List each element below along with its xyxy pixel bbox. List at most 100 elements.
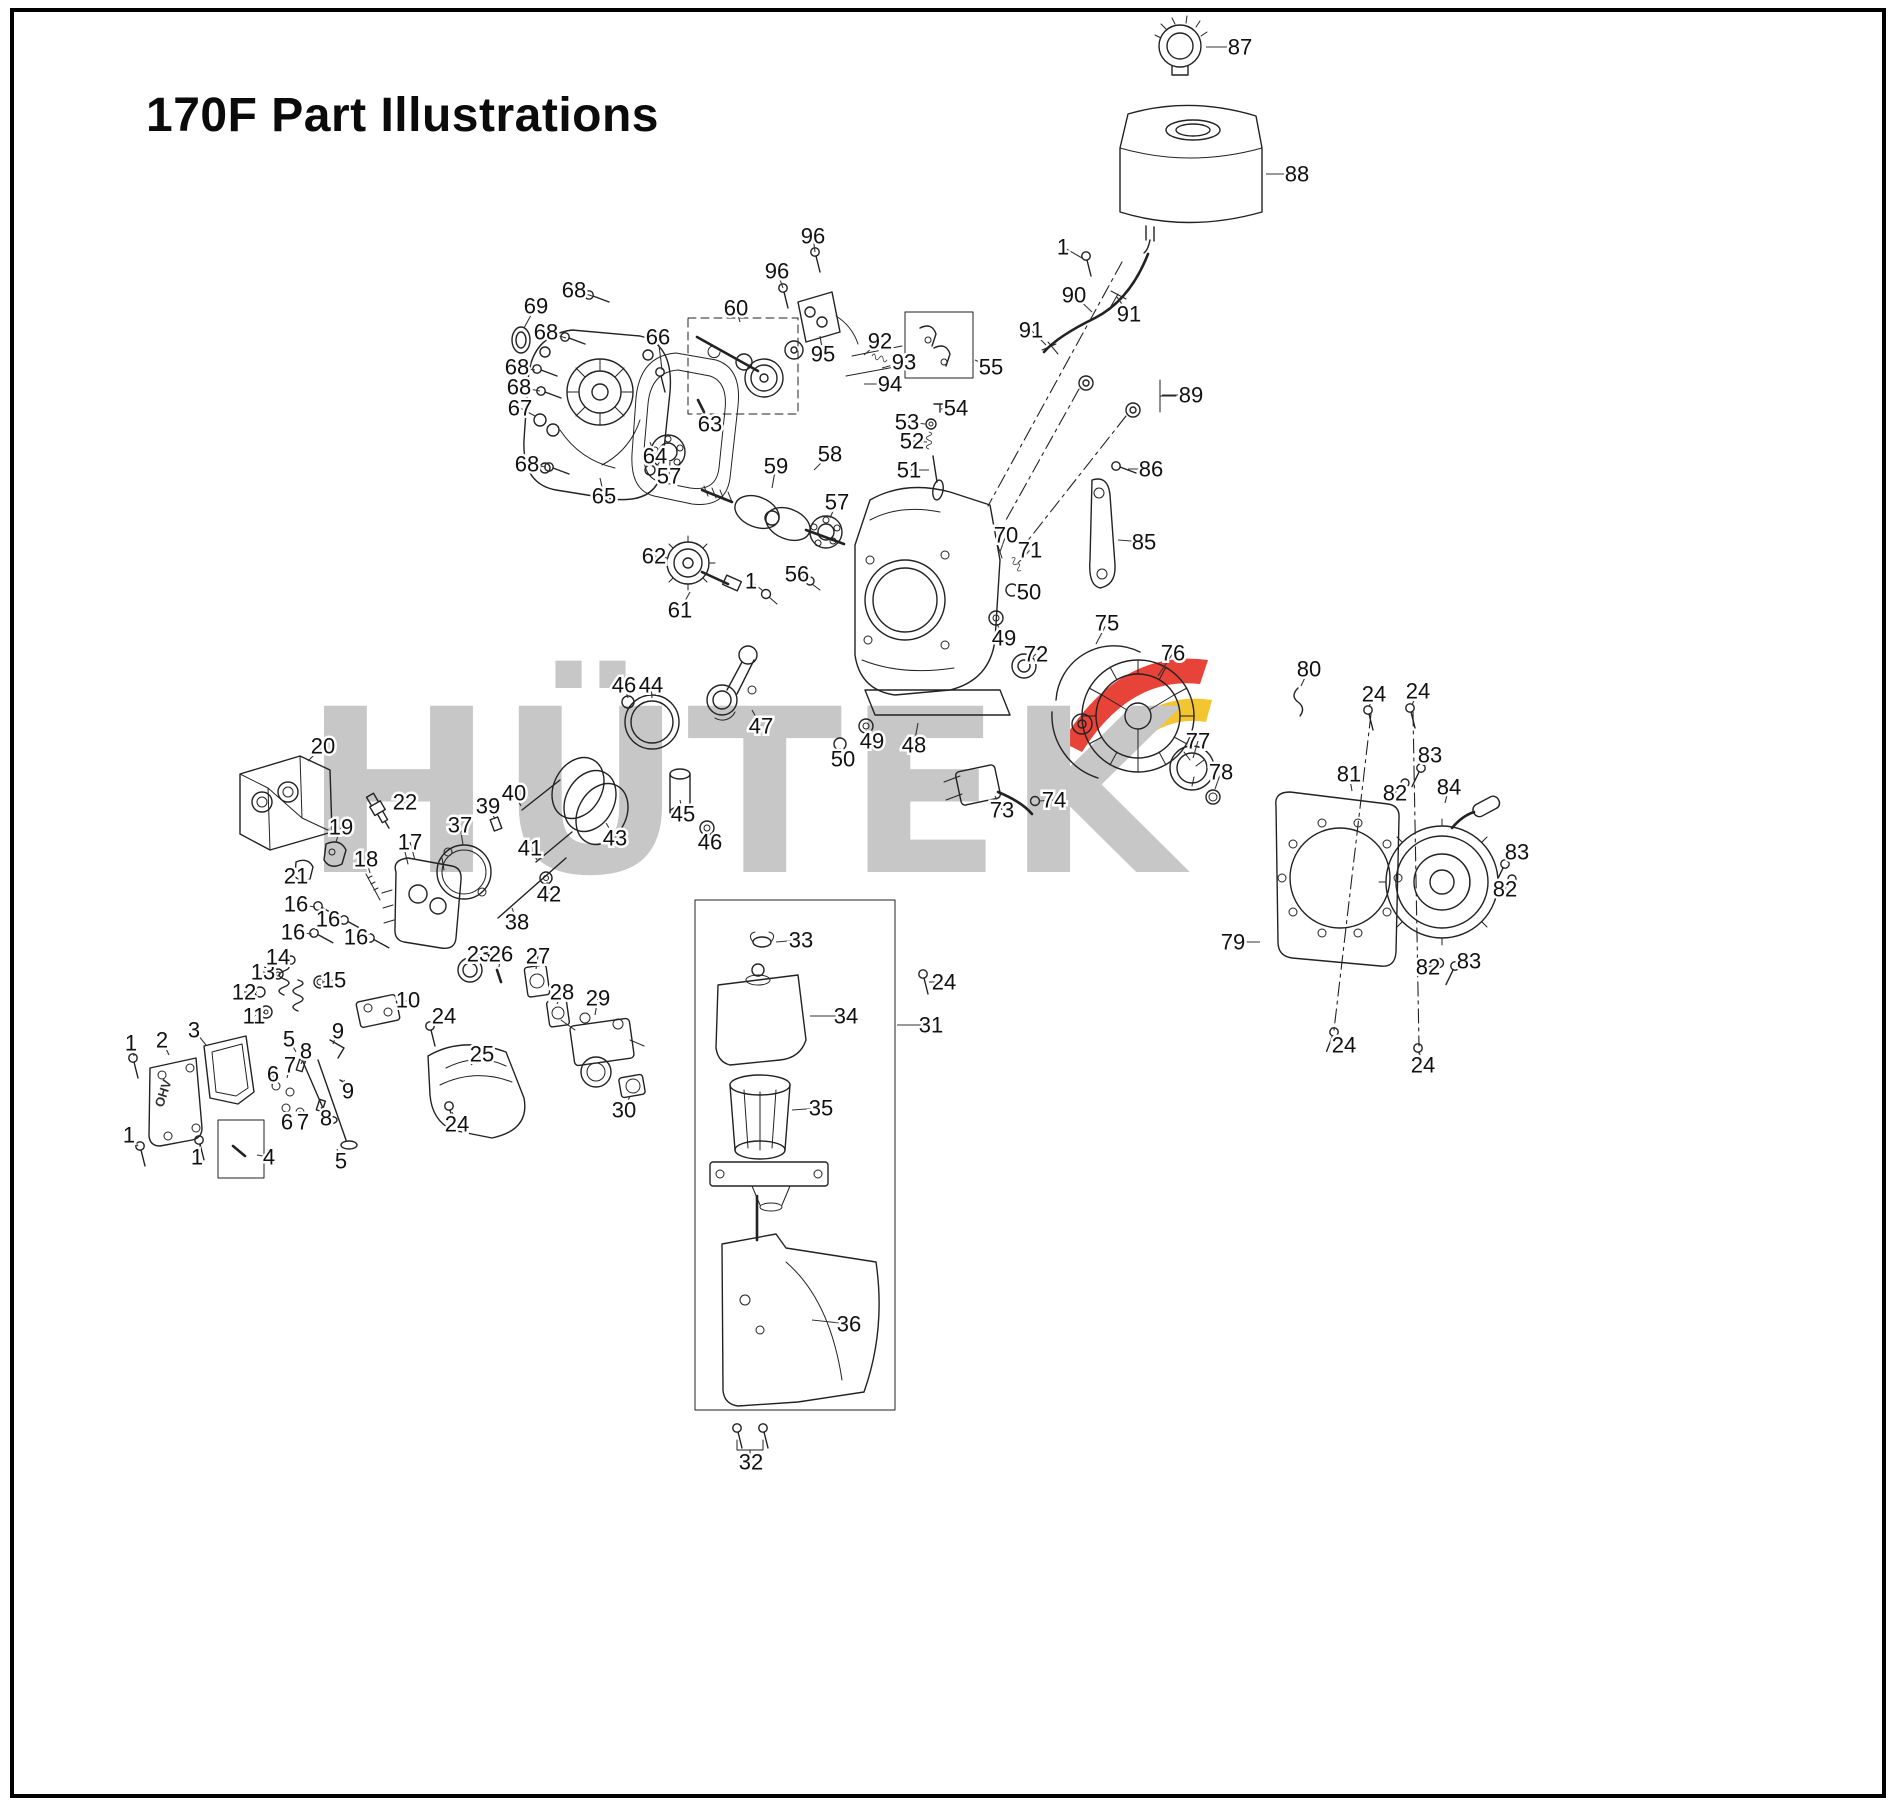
callout-leader-line: [1444, 786, 1450, 804]
callout-label: 55: [979, 355, 1003, 380]
callout-label: 56: [785, 562, 809, 587]
callout-label: 28: [550, 980, 574, 1005]
callout-label: 1: [125, 1031, 137, 1056]
callout-label: 87: [1228, 35, 1252, 60]
callout-label: 68: [507, 375, 531, 400]
callout-label: 25: [470, 1042, 494, 1067]
callout-label: 9: [342, 1079, 354, 1104]
callout-leader-line: [657, 336, 663, 371]
callout-label: 32: [739, 1450, 763, 1475]
callout-leader-line: [573, 289, 593, 297]
callout-label: 68: [505, 355, 529, 380]
callout-leader-line: [706, 830, 711, 843]
callout-label: 16: [344, 925, 368, 950]
callout-label: 52: [900, 429, 924, 454]
callout-label: 50: [1017, 580, 1041, 605]
camshaft-illustration: [687, 317, 799, 415]
grommet-set-illustration: [1078, 375, 1177, 418]
air-cleaner-assembly-illustration: [694, 899, 896, 1457]
callout-leader-line: [911, 440, 928, 443]
callout-leader-line: [996, 623, 1005, 639]
callout-leader-line: [128, 1134, 139, 1147]
callout-label: 1: [123, 1123, 135, 1148]
callout-label: 58: [818, 442, 842, 467]
page-title: 170F Part Illustrations: [146, 89, 659, 142]
callout-label: 67: [508, 396, 532, 421]
callout-label: 41: [518, 836, 542, 861]
callout-leader-line: [299, 1110, 304, 1123]
callout-label: 93: [892, 350, 916, 375]
callout-leader-line: [702, 409, 711, 425]
callout-label: 57: [825, 490, 849, 515]
callout-leader-line: [1214, 771, 1222, 790]
callout-label: 49: [992, 626, 1016, 651]
callout-leader-line: [300, 1050, 307, 1065]
callout-leader-line: [253, 1011, 266, 1017]
callout-label: 24: [445, 1112, 469, 1137]
fuel-tank-illustration: [1119, 104, 1263, 254]
callout-label: 81: [1337, 762, 1361, 787]
callout-leader-line: [1394, 783, 1404, 794]
callout-leader-line: [332, 1030, 339, 1045]
callout-label: 20: [311, 734, 335, 759]
callout-leader-line: [735, 307, 741, 323]
timing-gear-illustration: [660, 535, 821, 605]
callout-label: 68: [515, 452, 539, 477]
tensioner-illustration: [1089, 461, 1137, 589]
callout-label: 37: [448, 813, 472, 838]
callout-leader-line: [940, 407, 957, 410]
callout-label: 71: [1018, 538, 1042, 563]
callout-label: 84: [1437, 775, 1461, 800]
callout-label: 82: [1416, 955, 1440, 980]
callout-label: 86: [1139, 457, 1163, 482]
callout-label: 3: [188, 1018, 200, 1043]
callout-leader-line: [829, 501, 838, 519]
crankshaft-illustration: [700, 485, 846, 546]
callout-label: 26: [489, 942, 513, 967]
callout-label: 5: [335, 1149, 347, 1174]
callout-leader-line: [776, 270, 784, 289]
callout-label: 17: [398, 830, 422, 855]
callout-label: 79: [1221, 930, 1245, 955]
cylinder-head-illustration: [365, 844, 492, 949]
callout-label: 6: [267, 1062, 279, 1087]
callout-leader-line: [523, 305, 537, 329]
callout-label: 72: [1024, 642, 1048, 667]
callout-leader-line: [749, 1451, 752, 1463]
cover-fasteners-illustration: [511, 290, 666, 475]
callout-leader-line: [307, 745, 324, 762]
cover-gasket-illustration: [631, 352, 740, 505]
callout-leader-line: [256, 1154, 270, 1158]
callout-leader-line: [394, 999, 409, 1008]
crankcase-illustration: [833, 486, 1037, 751]
callout-leader-line: [196, 1144, 201, 1158]
callout-leader-line: [322, 979, 335, 983]
callout-label: 95: [811, 342, 835, 367]
callout-label: 24: [1411, 1053, 1435, 1078]
callout-label: 90: [1062, 283, 1086, 308]
callout-label: 12: [232, 980, 256, 1005]
callout-label: 50: [831, 747, 855, 772]
callout-leader-line: [668, 461, 671, 477]
callout-leader-line: [1422, 754, 1431, 767]
callout-label: 9: [332, 1019, 344, 1044]
valve-train-illustration: [254, 900, 392, 1150]
callout-leader-line: [546, 881, 550, 895]
callout-leader-line: [1062, 246, 1083, 259]
muffler-illustration: [239, 755, 347, 882]
callout-label: 38: [505, 910, 529, 935]
callout-leader-line: [335, 826, 342, 843]
callout-label: 30: [612, 1098, 636, 1123]
callout-leader-line: [1157, 652, 1174, 677]
callout-leader-line: [513, 792, 522, 807]
callout-leader-line: [1506, 851, 1518, 863]
callout-leader-line: [511, 907, 518, 923]
callout-leader-line: [1411, 690, 1419, 706]
callout-leader-line: [1073, 294, 1093, 313]
callout-leader-line: [284, 1110, 288, 1123]
callout-leader-line: [336, 1148, 342, 1162]
callout-leader-line: [1300, 668, 1310, 687]
callout-leader-line: [498, 953, 502, 968]
